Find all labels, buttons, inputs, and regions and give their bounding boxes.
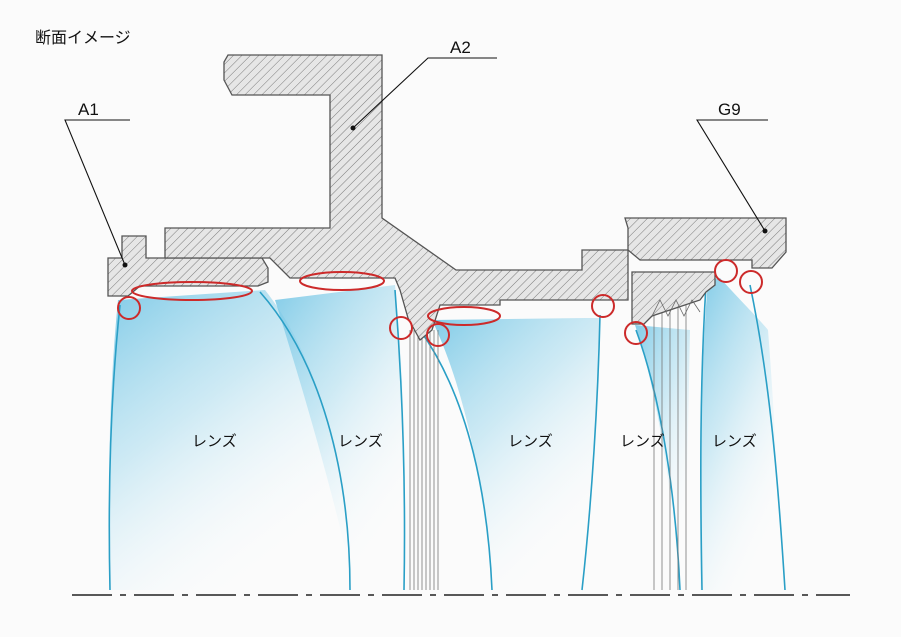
seal-ellipse-3 [427, 306, 501, 326]
leader-a2 [352, 57, 497, 129]
part-a2 [164, 54, 629, 342]
threaded-ring [631, 271, 716, 325]
seal-ellipse-2 [299, 271, 385, 291]
lens-1-rear-edge [259, 291, 351, 591]
lens-label-4: レンズ [620, 432, 665, 450]
lens-5-front-edge [700, 284, 707, 591]
lens-5-fill [700, 278, 785, 590]
lens-3-fill [432, 318, 600, 590]
mechanical-parts [107, 54, 787, 342]
seal-circle-5 [624, 321, 648, 345]
lens-3-front-edge [419, 329, 493, 591]
seal-ellipse-1 [131, 281, 253, 301]
seal-marks [117, 259, 763, 347]
lens-fills [108, 278, 785, 590]
lens-2-fill [275, 285, 406, 590]
seal-circle-4 [591, 294, 615, 318]
lens-2-front-edge [394, 289, 406, 591]
part-a1 [107, 235, 269, 297]
lens-3-rear-edge [581, 314, 601, 591]
lens-1-front-edge [108, 304, 121, 591]
label-a2: A2 [450, 38, 471, 57]
lens-label-5: レンズ [712, 432, 757, 450]
lens-label-2: レンズ [338, 432, 383, 450]
lens-4-fill [635, 325, 690, 590]
seal-circle-3 [426, 323, 450, 347]
leader-lines [64, 57, 768, 268]
seal-circle-2 [389, 316, 413, 340]
seal-circle-1 [117, 296, 141, 320]
spacer-column [409, 300, 687, 590]
part-g9 [624, 217, 787, 269]
label-g9: G9 [718, 100, 741, 119]
lens-1-fill [108, 290, 346, 590]
leader-g9 [696, 119, 768, 232]
seal-circle-6 [714, 259, 738, 283]
diagram-title: 断面イメージ [35, 28, 131, 47]
lens-label-1: レンズ [192, 432, 237, 450]
lens-label-3: レンズ [508, 432, 553, 450]
label-a1: A1 [78, 100, 99, 119]
seal-circle-7 [739, 270, 763, 294]
leader-a1 [64, 119, 130, 266]
lens-5-rear-edge [749, 284, 786, 591]
